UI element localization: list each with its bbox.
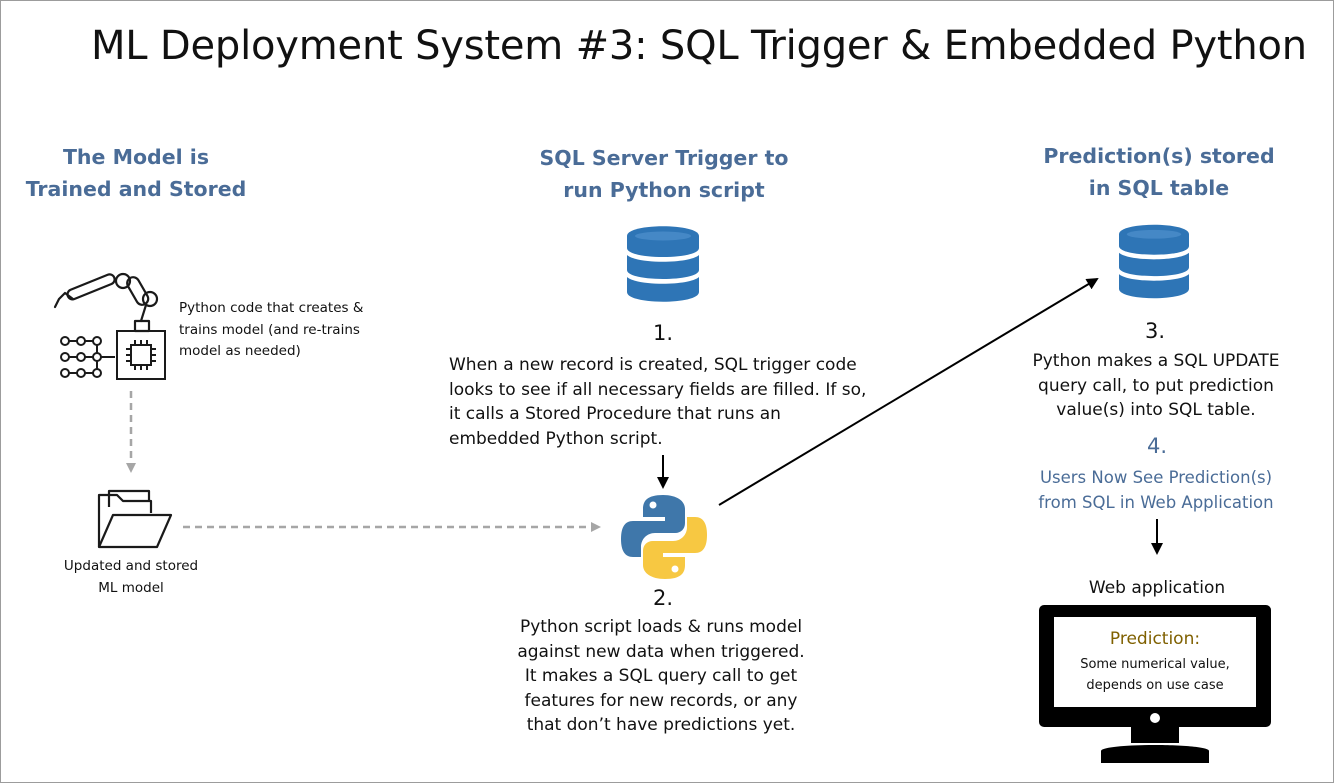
arrow-python-to-table	[718, 277, 1099, 506]
trigger-heading-line: run Python script	[563, 178, 765, 202]
step3-line: query call, to put prediction	[1038, 375, 1274, 396]
step4-text: Users Now See Prediction(s) from SQL in …	[1017, 466, 1295, 515]
code-description-line: model as needed)	[179, 343, 301, 359]
step1-number: 1.	[652, 321, 674, 345]
database-icon	[627, 226, 699, 302]
step1-line: it calls a Stored Procedure that runs an	[449, 404, 781, 424]
robot-arm-icon	[53, 272, 166, 380]
code-description-line: Python code that creates &	[179, 300, 364, 316]
page-title: ML Deployment System #3: SQL Trigger & E…	[91, 23, 1307, 69]
step2-line: Python script loads & runs model	[519, 617, 803, 637]
step2-line: that don’t have predictions yet.	[526, 715, 796, 735]
step3-text: Python makes a SQL UPDATE query call, to…	[1021, 349, 1291, 423]
screen-text-line: Some numerical value,	[1080, 657, 1230, 672]
step2-line: against new data when triggered.	[517, 641, 805, 662]
database-icon	[1119, 224, 1189, 299]
screen-title: Prediction:	[1109, 629, 1201, 649]
model-heading: The Model is Trained and Stored	[21, 141, 251, 205]
model-heading-line: The Model is	[62, 145, 210, 169]
model-description: Updated and stored ML model	[41, 556, 221, 599]
trigger-heading-line: SQL Server Trigger to	[539, 146, 789, 170]
prediction-heading-line: Prediction(s) stored	[1043, 144, 1275, 168]
prediction-heading-line: in SQL table	[1088, 176, 1230, 200]
step2-text: Python script loads & runs model against…	[471, 615, 851, 738]
circuit-chip-icon	[60, 330, 166, 380]
python-logo-icon	[621, 495, 707, 579]
step4-line: Users Now See Prediction(s)	[1039, 468, 1273, 487]
trigger-heading: SQL Server Trigger to run Python script	[531, 142, 797, 206]
prediction-heading: Prediction(s) stored in SQL table	[1031, 140, 1287, 204]
step3-line: value(s) into SQL table.	[1056, 400, 1256, 420]
folder-icon	[97, 489, 173, 549]
code-description: Python code that creates & trains model …	[179, 298, 399, 363]
model-description-line: ML model	[98, 579, 164, 596]
step1-text: When a new record is created, SQL trigge…	[449, 353, 889, 451]
screen-text-line: depends on use case	[1086, 678, 1224, 693]
monitor-icon	[1039, 605, 1271, 763]
step3-line: Python makes a SQL UPDATE	[1032, 351, 1280, 371]
web-app-label: Web application	[1088, 578, 1226, 598]
model-description-line: Updated and stored	[63, 558, 199, 574]
step3-number: 3.	[1144, 319, 1166, 343]
step4-number: 4.	[1146, 434, 1168, 458]
model-heading-line: Trained and Stored	[25, 177, 247, 201]
step1-line: looks to see if all necessary fields are…	[449, 379, 867, 400]
step2-number: 2.	[652, 586, 674, 610]
step2-line: It makes a SQL query call to get	[524, 666, 798, 686]
code-description-line: trains model (and re-trains	[179, 321, 360, 338]
step4-line: from SQL in Web Application	[1038, 492, 1274, 512]
step1-line: When a new record is created, SQL trigge…	[449, 355, 857, 375]
screen-text: Some numerical value, depends on use cas…	[1055, 654, 1255, 696]
step2-line: features for new records, or any	[524, 690, 798, 711]
step1-line: embedded Python script.	[449, 428, 663, 449]
